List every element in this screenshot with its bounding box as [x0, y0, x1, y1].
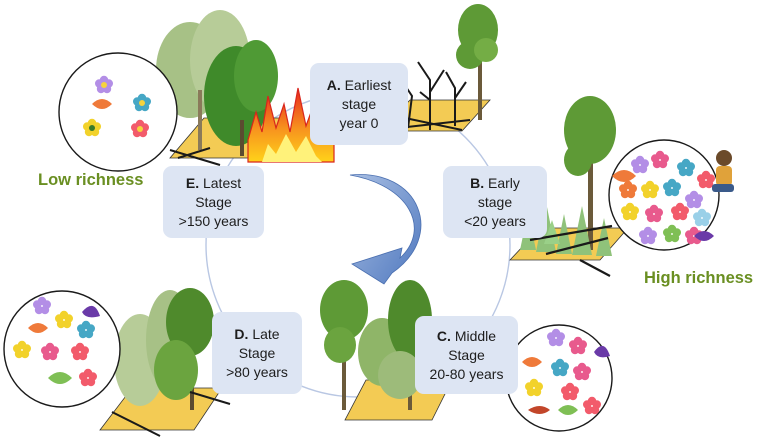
- stage-e-line2: Stage: [195, 193, 232, 210]
- fallen-log: [111, 391, 231, 437]
- leaf-icon: [92, 99, 112, 109]
- stage-d-letter: D.: [234, 325, 249, 342]
- stage-d-line3: >80 years: [226, 363, 288, 380]
- stage-c-scene: [320, 280, 453, 421]
- stage-c-line3: 20-80 years: [429, 365, 504, 382]
- tree-icon: [320, 280, 432, 410]
- stage-d-line1: Late: [252, 325, 280, 342]
- stage-a-line3: year 0: [339, 114, 379, 131]
- person-icon: [712, 150, 734, 192]
- stage-d-scene: [99, 288, 231, 437]
- stage-a-letter: A.: [326, 76, 341, 93]
- stage-b-scene: [509, 96, 629, 277]
- cycle-arrow: [349, 174, 422, 285]
- ground-patch: [99, 387, 223, 431]
- stage-e-box: E. Latest Stage >150 years: [163, 166, 264, 238]
- low-richness-label: Low richness: [38, 171, 144, 189]
- tree-icon: [114, 288, 214, 410]
- stage-b-line1: Early: [487, 174, 520, 191]
- tree-icon: [456, 4, 498, 120]
- fallen-log: [529, 224, 613, 277]
- stage-c-line2: Stage: [448, 346, 485, 363]
- stage-c-box: C. Middle Stage 20-80 years: [415, 316, 518, 394]
- flower-circle-high: [608, 139, 720, 251]
- flower-circle-low: [58, 52, 178, 172]
- flower-circle-late: [3, 290, 121, 408]
- stage-a-line2: stage: [341, 95, 377, 112]
- stage-e-line3: >150 years: [178, 212, 249, 229]
- high-richness-label: High richness: [644, 269, 754, 287]
- stage-c-letter: C.: [436, 327, 451, 344]
- stage-d-box: D. Late Stage >80 years: [212, 312, 302, 394]
- flower-circle-middle: [505, 324, 613, 432]
- stage-e-letter: E.: [185, 174, 200, 191]
- stage-b-line2: stage: [477, 193, 513, 210]
- tree-icon: [564, 96, 616, 250]
- stage-d-line2: Stage: [238, 344, 276, 361]
- stage-c-line1: Middle: [454, 327, 497, 344]
- stage-a-box: A. Earliest stage year 0: [310, 63, 408, 145]
- stage-e-line1: Latest: [202, 174, 242, 191]
- stage-b-letter: B.: [470, 174, 485, 191]
- stage-a-line1: Earliest: [344, 76, 392, 93]
- stage-b-line3: <20 years: [464, 212, 526, 229]
- fallen-log: [169, 147, 221, 166]
- tree-icon: [156, 10, 278, 156]
- stage-b-box: B. Early stage <20 years: [443, 166, 547, 238]
- stage-e-scene: [156, 10, 335, 166]
